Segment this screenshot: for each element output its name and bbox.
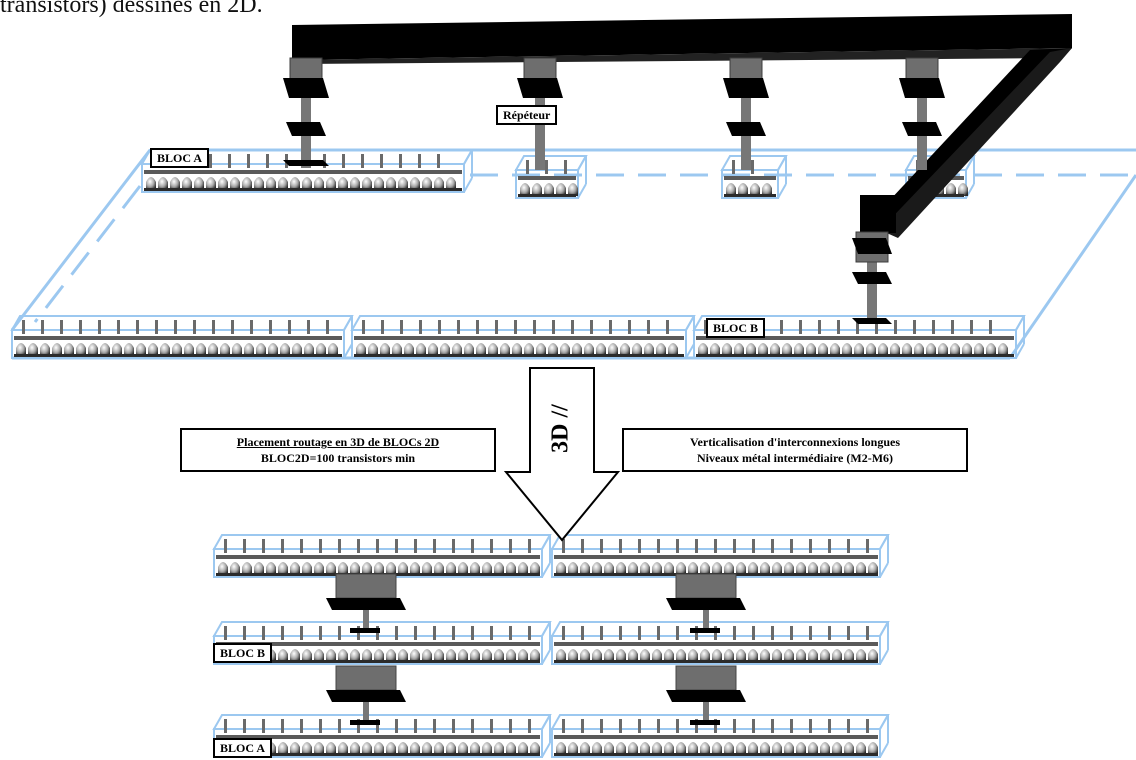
stack-via-links — [326, 573, 746, 725]
label-bloc-a-top: BLOC A — [150, 148, 210, 168]
right-description-box: Verticalisation d'interconnexions longue… — [622, 428, 968, 472]
vertical-via — [666, 665, 746, 725]
transistor-block — [212, 534, 552, 578]
via-stack — [899, 57, 945, 170]
caption-text: transistors) dessinés en 2D. — [0, 0, 263, 18]
transistor-block — [550, 714, 890, 758]
metal-line-top — [292, 14, 1072, 60]
metal-line-drop — [860, 195, 896, 233]
via-stack — [852, 231, 892, 324]
left-box-line1: Placement routage en 3D de BLOCs 2D — [236, 435, 440, 449]
repeater-block — [514, 155, 588, 199]
vertical-via — [326, 573, 406, 633]
plane-edge — [10, 149, 152, 331]
via-stack — [517, 57, 563, 170]
via-stack — [283, 57, 329, 168]
label-bloc-b-top: BLOC B — [706, 318, 766, 338]
plane-edge — [1008, 174, 1136, 359]
transistor-block — [350, 315, 696, 359]
label-bloc-b-bottom: BLOC B — [213, 643, 273, 663]
metal-interconnect — [292, 14, 1072, 238]
label-repeteur: Répéteur — [496, 105, 558, 125]
metal-line-face — [292, 48, 1072, 64]
transistor-block — [692, 315, 1026, 359]
left-box-line2: BLOC2D=100 transistors min — [260, 451, 416, 465]
repeater-block — [720, 155, 788, 199]
left-description-box: Placement routage en 3D de BLOCs 2D BLOC… — [180, 428, 496, 472]
right-box-line1: Verticalisation d'interconnexions longue… — [689, 435, 901, 449]
via-stacks — [283, 57, 945, 324]
label-bloc-a-bottom: BLOC A — [213, 738, 273, 758]
transistor-block — [10, 315, 354, 359]
vertical-via — [326, 665, 406, 725]
vertical-via — [666, 573, 746, 633]
right-box-line2: Niveaux métal intermédiaire (M2-M6) — [696, 451, 894, 465]
down-arrow — [503, 367, 621, 542]
arrow-label: 3D // — [547, 404, 574, 453]
transistor-block — [550, 534, 890, 578]
transistor-block — [212, 714, 552, 758]
via-stack — [723, 57, 769, 170]
metal-line-diagonal-face — [880, 48, 1072, 238]
plane-edge-hidden — [33, 185, 142, 323]
